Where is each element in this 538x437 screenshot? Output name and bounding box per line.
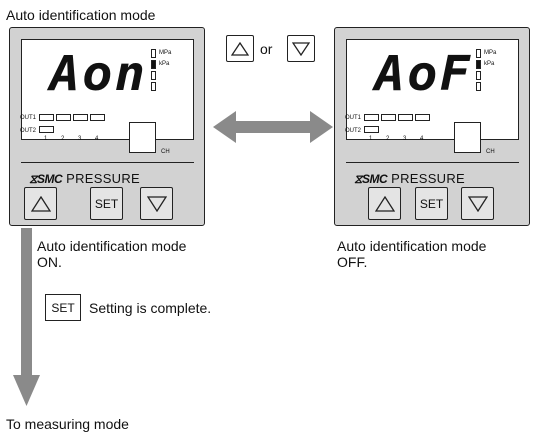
ch-label: CH <box>486 149 495 155</box>
unit-indicator-kpa <box>476 60 481 69</box>
up-triangle-icon <box>30 195 51 212</box>
output-lamp-4 <box>90 114 105 121</box>
brand-name: SMC <box>361 172 388 186</box>
down-button[interactable] <box>461 187 494 220</box>
out1-label: OUT1 <box>20 115 37 121</box>
up-button[interactable] <box>24 187 57 220</box>
product-name: PRESSURE <box>391 171 466 186</box>
display-screen: Aon MPa kPa <box>21 39 194 140</box>
product-name: PRESSURE <box>66 171 141 186</box>
set-button-label: SET <box>94 196 119 211</box>
set-button[interactable]: SET <box>415 187 448 220</box>
output-lamp-1 <box>364 114 379 121</box>
down-triangle-icon <box>146 195 167 212</box>
output-lamp-3 <box>398 114 413 121</box>
set-key-legend: SET <box>45 294 81 321</box>
channel-number: 3 <box>78 136 82 142</box>
unit-indicator-4 <box>476 82 481 91</box>
output-lamp-1 <box>39 114 54 121</box>
output-lamp-out2 <box>39 126 54 133</box>
brand-name: SMC <box>36 172 63 186</box>
to-measuring-mode-label: To measuring mode <box>6 416 129 432</box>
down-triangle-icon <box>292 41 310 56</box>
setting-complete-text: Setting is complete. <box>89 300 212 316</box>
out2-label: OUT2 <box>345 128 362 134</box>
channel-number: 3 <box>403 136 407 142</box>
unit-indicator-mpa <box>476 49 481 58</box>
unit-label-mpa: MPa <box>159 50 172 56</box>
display-screen: AoF MPa kPa <box>346 39 519 140</box>
out2-label: OUT2 <box>20 128 37 134</box>
output-lamp-4 <box>415 114 430 121</box>
toggle-double-arrow-icon <box>213 111 333 143</box>
divider <box>346 162 519 163</box>
diagram-title: Auto identification mode <box>6 7 156 23</box>
unit-indicator-3 <box>476 71 481 80</box>
up-triangle-icon <box>231 41 249 56</box>
set-key-label: SET <box>51 300 75 315</box>
up-button[interactable] <box>368 187 401 220</box>
output-lamp-2 <box>381 114 396 121</box>
output-lamp-out2 <box>364 126 379 133</box>
unit-indicator-kpa <box>151 60 156 69</box>
unit-indicator-4 <box>151 82 156 91</box>
output-lamp-2 <box>56 114 71 121</box>
channel-number: 1 <box>369 136 373 142</box>
channel-number: 4 <box>420 136 424 142</box>
set-button-label: SET <box>419 196 444 211</box>
unit-label-mpa: MPa <box>484 50 497 56</box>
up-key-legend <box>226 35 254 62</box>
caption-off-line2: OFF. <box>337 254 368 270</box>
up-triangle-icon <box>374 195 395 212</box>
channel-number: 4 <box>95 136 99 142</box>
set-button[interactable]: SET <box>90 187 123 220</box>
caption-on-line1: Auto identification mode <box>37 238 187 254</box>
channel-display <box>454 122 481 153</box>
unit-label-kpa: kPa <box>484 61 495 67</box>
unit-indicator-3 <box>151 71 156 80</box>
smc-logo: ⧖ <box>354 172 362 186</box>
channel-display <box>129 122 156 153</box>
output-lamp-3 <box>73 114 88 121</box>
readout: AoF <box>374 46 473 102</box>
divider <box>21 162 194 163</box>
or-label: or <box>260 41 273 57</box>
down-triangle-icon <box>467 195 488 212</box>
channel-number: 2 <box>61 136 65 142</box>
caption-off-line1: Auto identification mode <box>337 238 487 254</box>
unit-label-kpa: kPa <box>159 61 170 67</box>
caption-on-line2: ON. <box>37 254 62 270</box>
flow-down-arrow-icon <box>13 228 40 406</box>
readout: Aon <box>49 46 148 102</box>
ch-label: CH <box>161 149 170 155</box>
down-key-legend <box>287 35 315 62</box>
unit-indicator-mpa <box>151 49 156 58</box>
smc-logo: ⧖ <box>29 172 37 186</box>
channel-number: 2 <box>386 136 390 142</box>
channel-number: 1 <box>44 136 48 142</box>
down-button[interactable] <box>140 187 173 220</box>
out1-label: OUT1 <box>345 115 362 121</box>
